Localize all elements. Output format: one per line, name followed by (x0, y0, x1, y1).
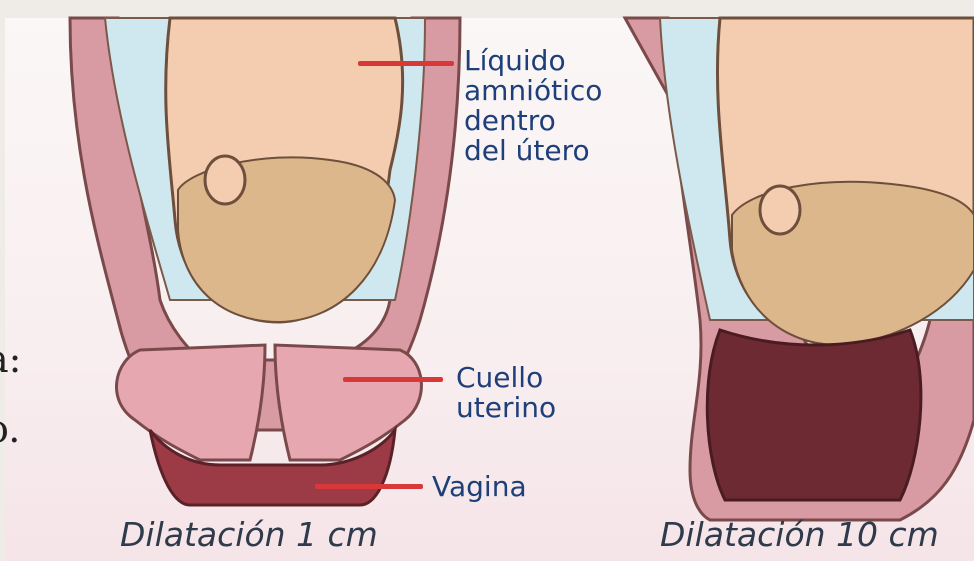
caption-dilation-10cm: Dilatación 10 cm (660, 515, 939, 554)
leader-line-amniotic (358, 61, 454, 66)
label-vagina: Vagina (432, 472, 527, 502)
label-cervix: Cuello uterino (456, 363, 556, 423)
figure-dilation-1cm (70, 18, 460, 505)
cervix-left (116, 345, 265, 460)
label-amniotic-line-2: amniótico (464, 76, 602, 106)
label-cervix-line-1: Cuello (456, 363, 556, 393)
label-amniotic-line-4: del útero (464, 136, 602, 166)
caption-dilation-1cm: Dilatación 1 cm (120, 515, 378, 554)
leader-line-cervix (343, 377, 443, 382)
cervix-left-2 (275, 345, 421, 460)
figure-dilation-10cm (625, 18, 974, 520)
baby-ear-right (760, 186, 800, 234)
label-amniotic-line-1: Líquido (464, 46, 602, 76)
vagina-right (707, 330, 921, 500)
label-cervix-line-2: uterino (456, 393, 556, 423)
label-amniotic-line-3: dentro (464, 106, 602, 136)
label-amniotic-fluid: Líquido amniótico dentro del útero (464, 46, 602, 166)
baby-ear-left (205, 156, 245, 204)
leader-line-vagina (315, 484, 423, 489)
